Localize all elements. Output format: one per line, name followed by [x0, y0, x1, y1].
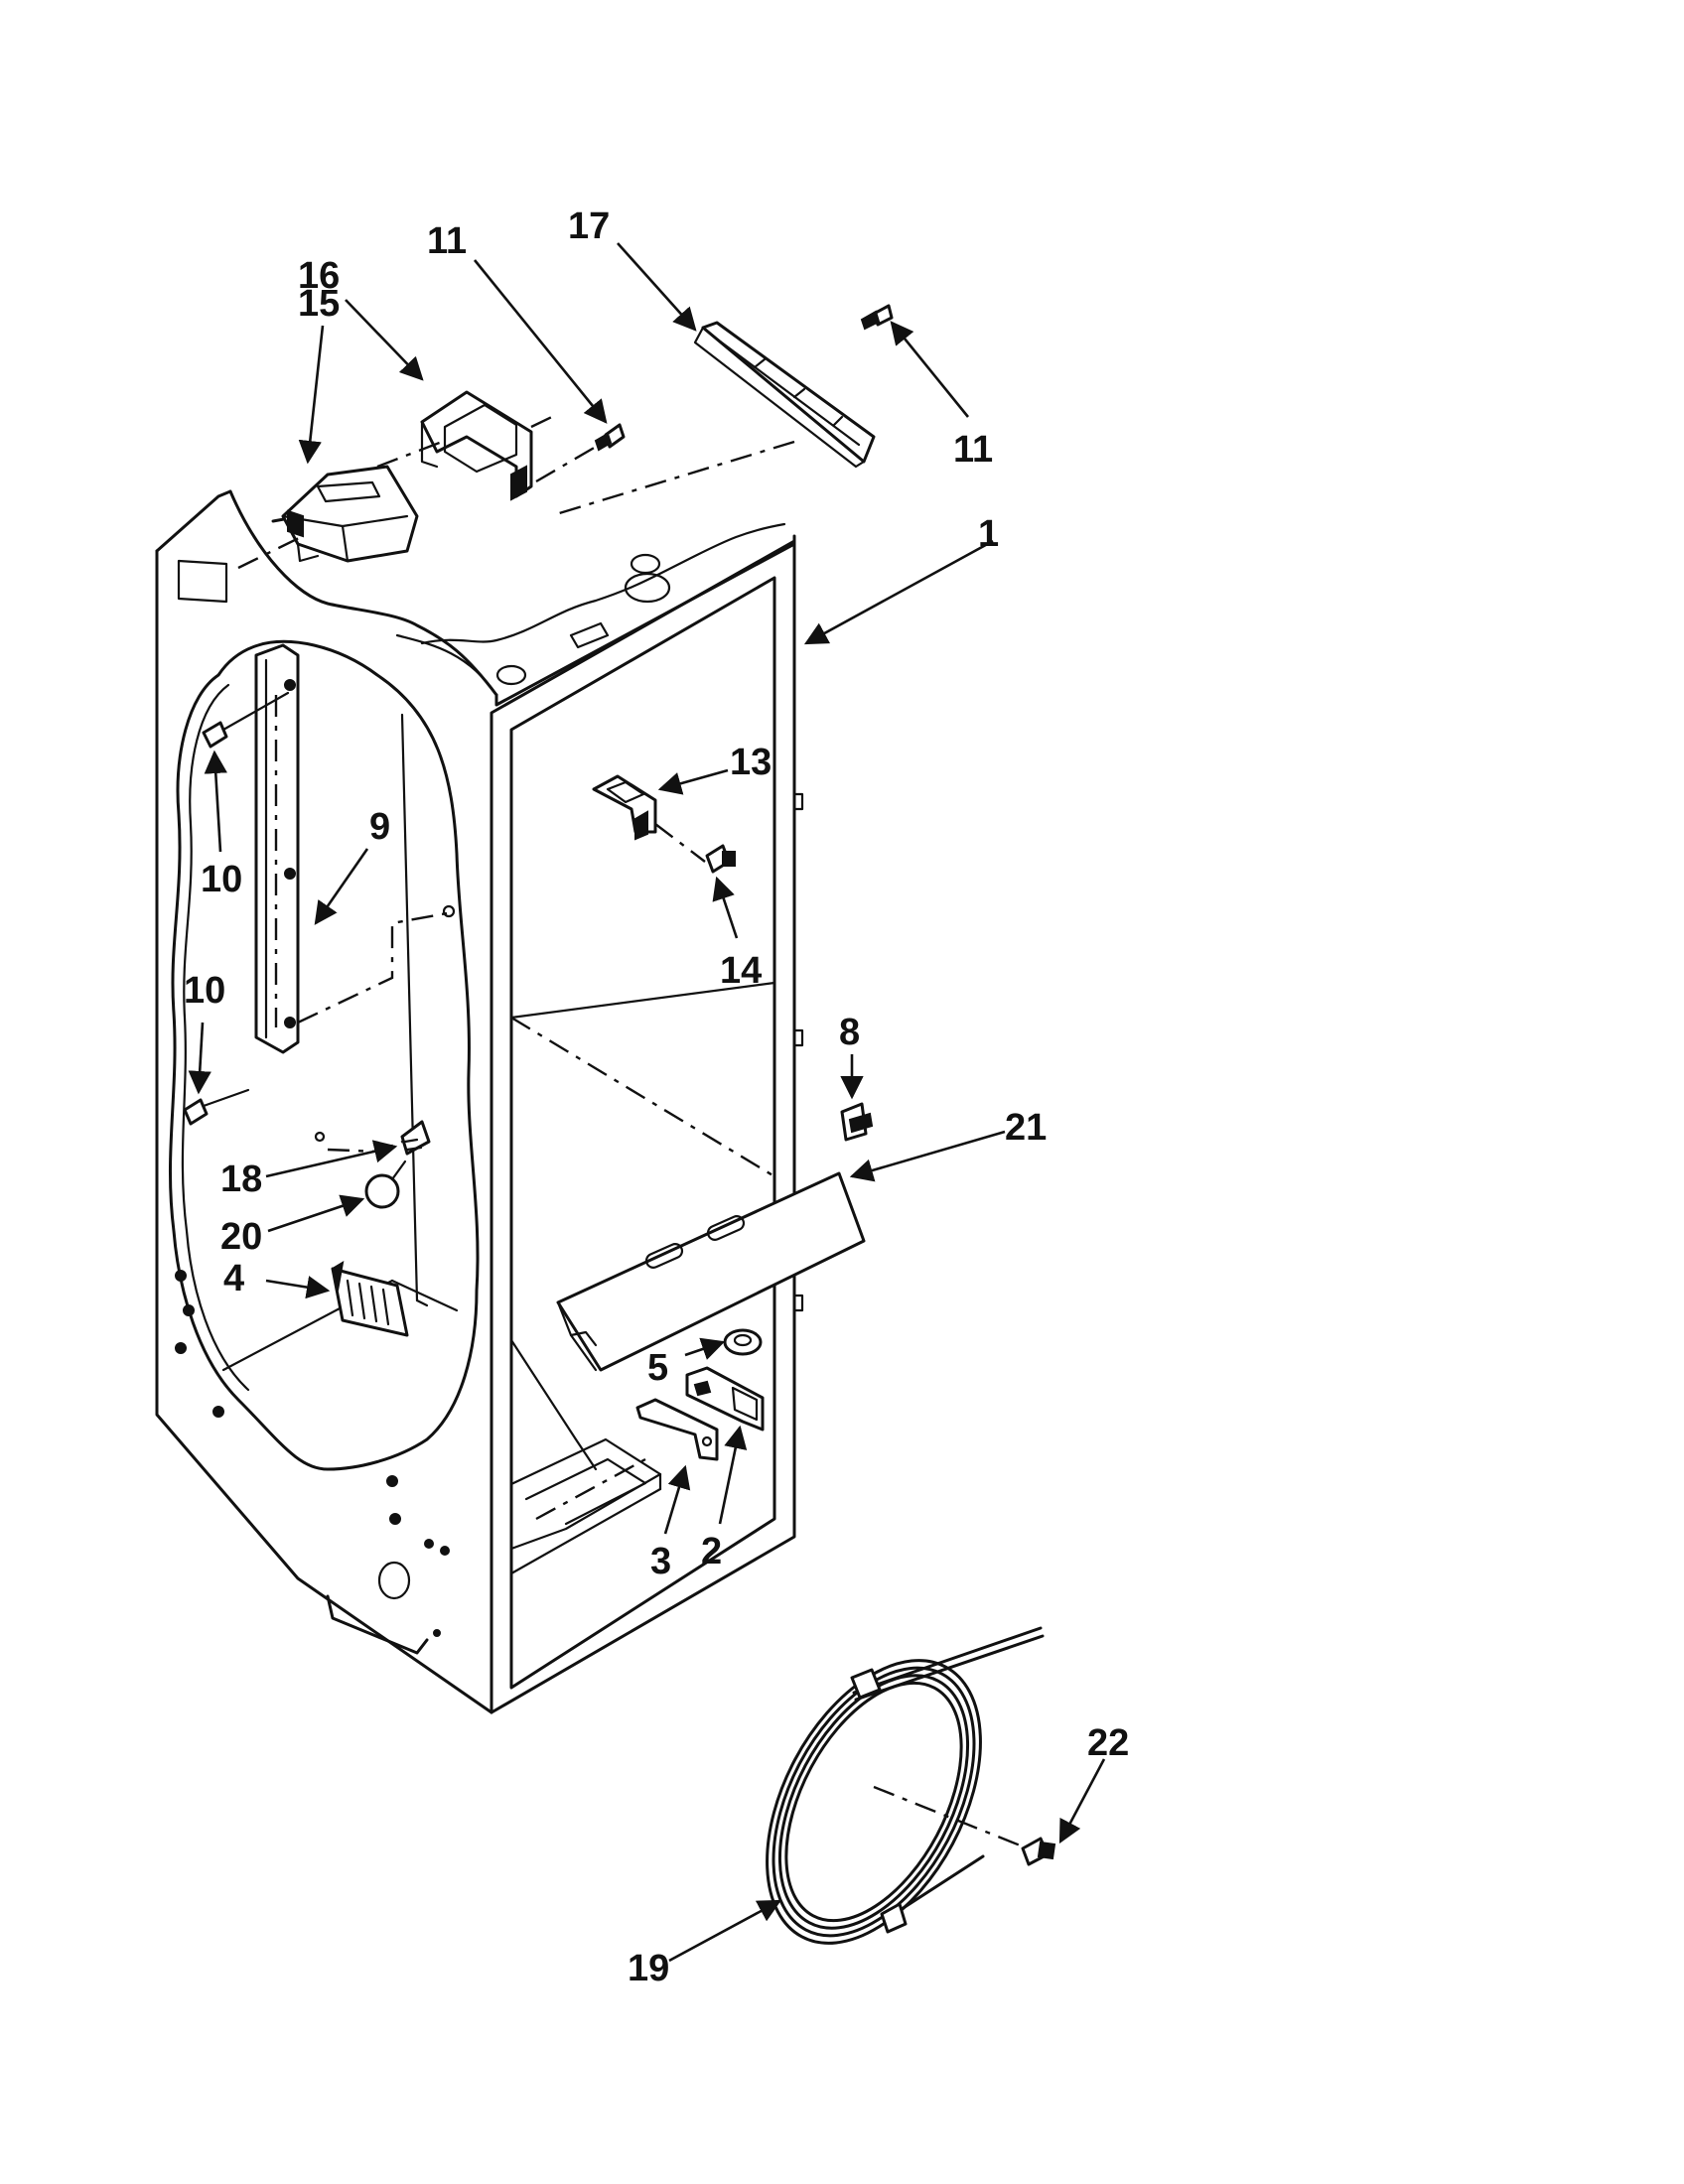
- part-15-control-housing: [281, 465, 419, 563]
- part-9-shelf-rail: [254, 643, 300, 1054]
- part-11-screw-right: [860, 304, 894, 331]
- part-14-screw: [705, 844, 736, 874]
- part-10-screw-upper: [202, 691, 290, 749]
- callout-9: 9: [369, 806, 390, 848]
- callout-14: 14: [720, 950, 762, 992]
- callout-15: 15: [298, 283, 340, 325]
- callout-11-right: 11: [953, 429, 993, 471]
- part-13-bracket: [592, 774, 657, 841]
- part-21-air-deflector: [556, 1171, 866, 1372]
- callout-16: 16: [298, 255, 340, 297]
- part-17-rail: [693, 321, 876, 469]
- callout-22: 22: [1087, 1722, 1129, 1764]
- callout-4: 4: [223, 1258, 244, 1299]
- callout-19: 19: [628, 1948, 669, 1989]
- callout-8: 8: [839, 1012, 860, 1053]
- leader-lines: [188, 242, 1106, 1963]
- part-19-water-tube-coil: [766, 1626, 1045, 1945]
- part-20-lamp-bulb: [364, 1160, 407, 1209]
- part-10-screw-lower: [183, 1088, 250, 1126]
- callout-10-upper: 10: [201, 859, 242, 900]
- callout-2: 2: [701, 1531, 722, 1572]
- part-11-screw-left: [594, 423, 626, 452]
- callout-5: 5: [647, 1347, 668, 1389]
- cabinet-liner: [155, 489, 804, 1714]
- callout-11-left: 11: [427, 220, 467, 262]
- part-5-grommet: [723, 1328, 763, 1356]
- part-22-screw: [1021, 1837, 1056, 1866]
- callout-1: 1: [978, 513, 999, 555]
- part-16-bracket: [420, 390, 533, 501]
- callout-10-lower: 10: [184, 970, 225, 1012]
- callout-18: 18: [220, 1159, 262, 1200]
- part-4-air-grille: [331, 1261, 409, 1337]
- callout-labels: 1 2 3 4 5 8 9 10 10 11 11 13 14 15 16 17…: [184, 205, 1129, 1989]
- callout-17: 17: [568, 205, 610, 247]
- part-8-plug: [840, 1102, 874, 1142]
- callout-13: 13: [730, 742, 772, 783]
- callout-20: 20: [220, 1216, 262, 1258]
- callout-21: 21: [1005, 1107, 1047, 1149]
- callout-3: 3: [650, 1541, 671, 1582]
- part-2-bracket: [685, 1366, 765, 1432]
- part-3-bracket: [635, 1398, 719, 1461]
